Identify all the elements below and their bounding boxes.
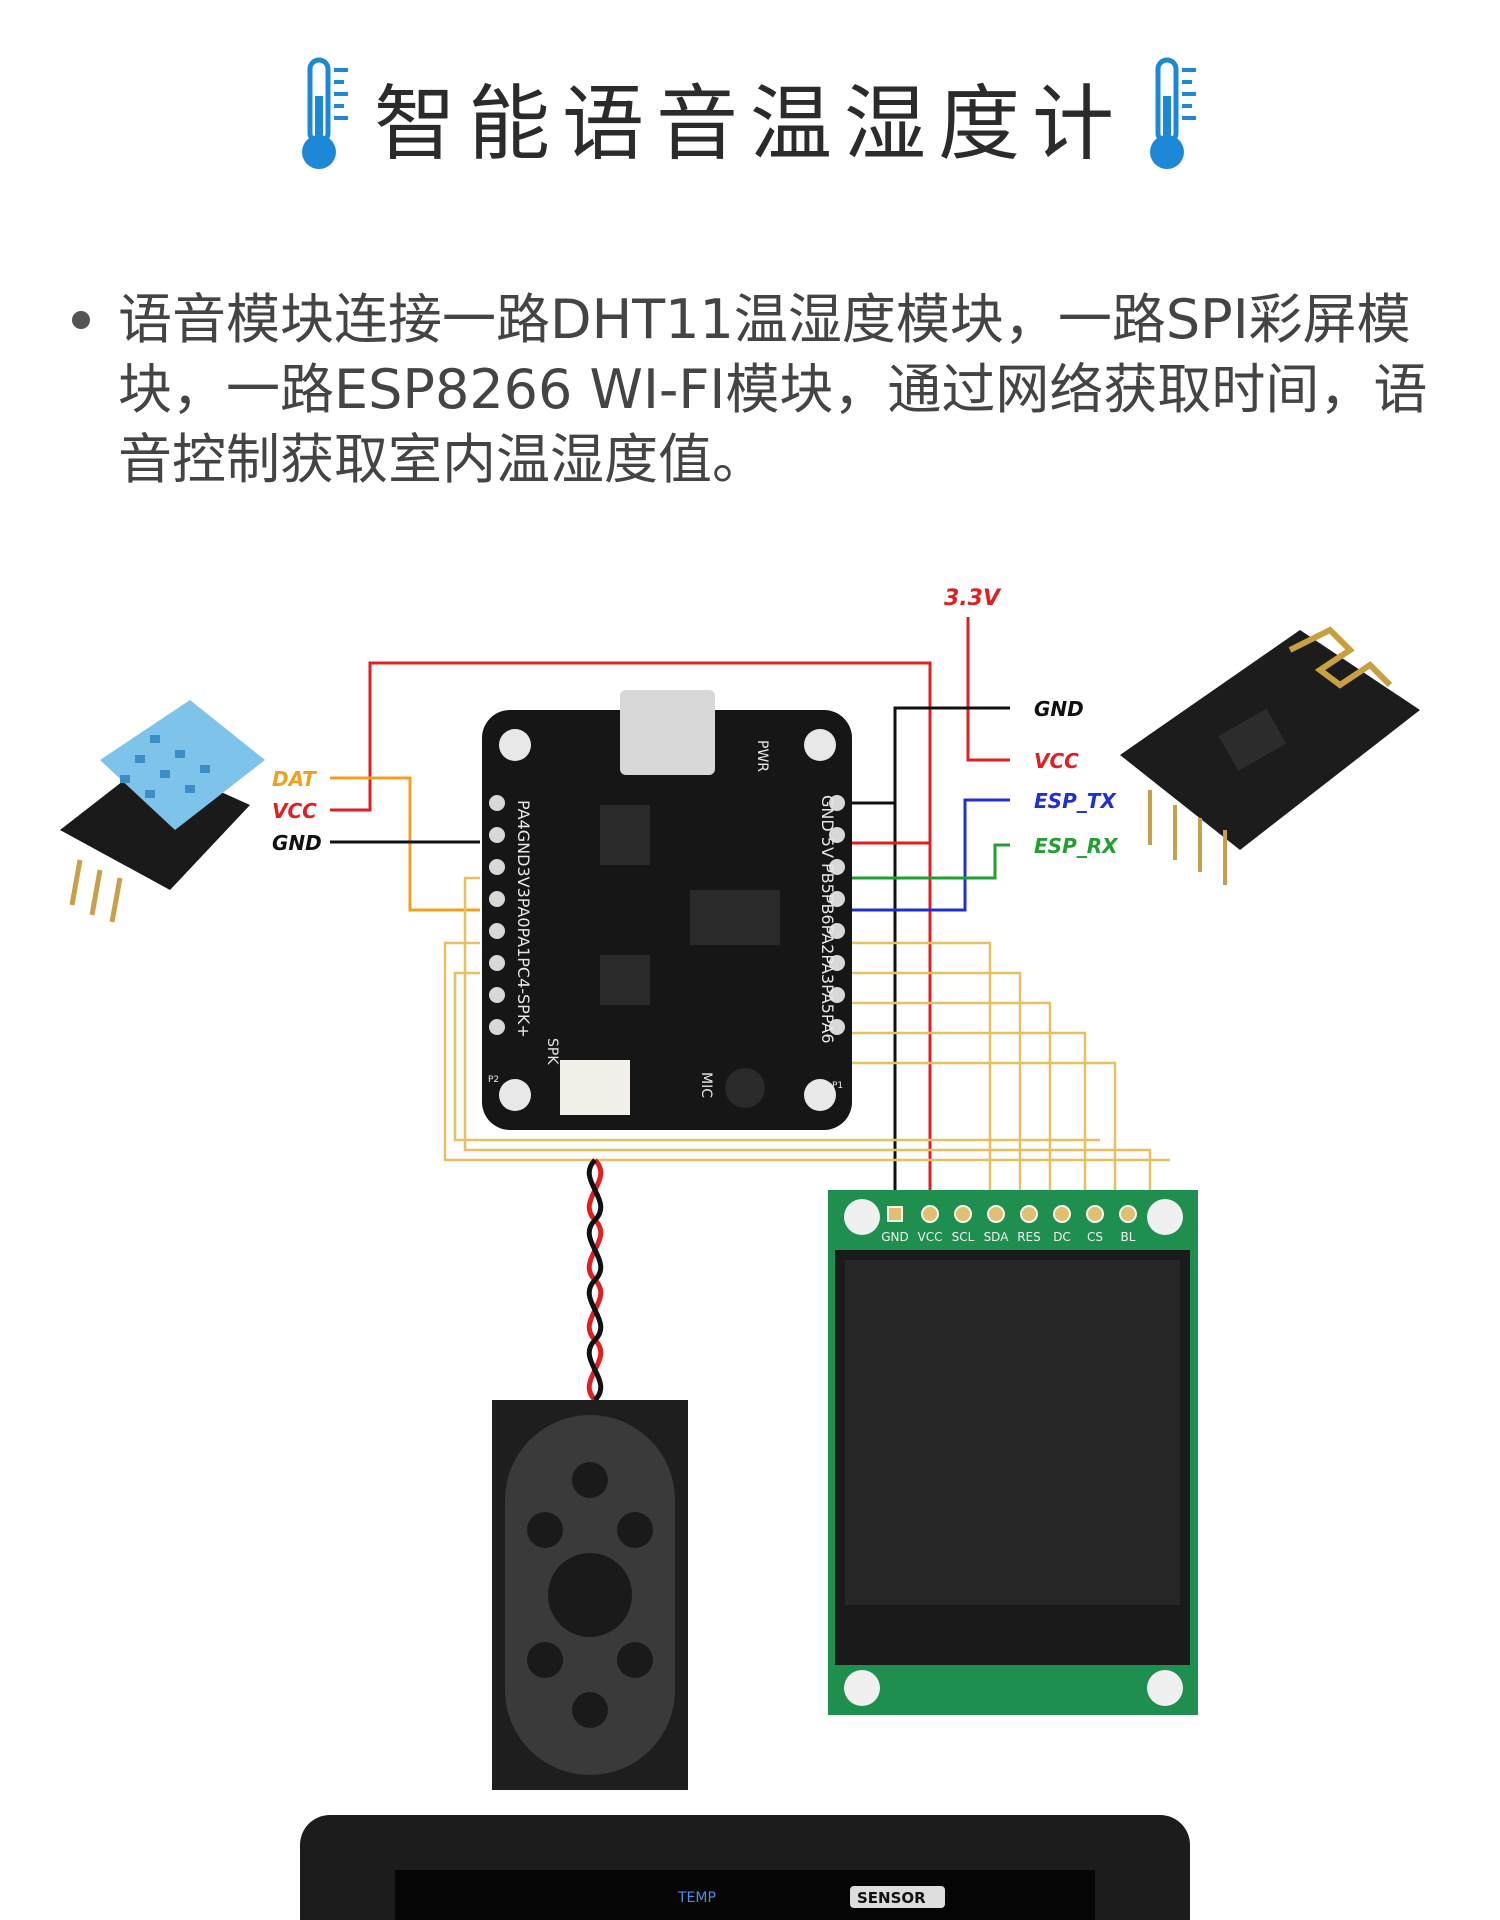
lcd-pin-label: RES [1017, 1230, 1041, 1244]
bottom-device: TEMP SENSOR [300, 1815, 1190, 1920]
lcd-pin-label: SCL [952, 1230, 975, 1244]
board-left-pins: PA4GND3V3PA0PA1PC4-SPK+ [514, 800, 533, 1038]
wire-esp-rx [845, 843, 1010, 880]
speaker-cable [586, 1158, 604, 1402]
dht11-module [60, 700, 265, 923]
dht-gnd-label: GND [272, 831, 322, 855]
speaker-connector [560, 1060, 630, 1115]
esp-rx-label: ESP_RX [1034, 834, 1119, 858]
lcd-pin-label: GND [881, 1230, 909, 1244]
thermometer-icon [301, 57, 348, 169]
wiring-diagram: DAT VCC GND 3.3V GND VCC ESP_TX ESP_RX [60, 586, 1420, 1920]
lcd-pin-label: CS [1087, 1230, 1103, 1244]
board-mic-label: MIC [698, 1072, 714, 1098]
lcd-pin-labels: GND VCC SCL SDA RES DC CS BL [881, 1230, 1136, 1244]
esp-3v3-label: 3.3V [944, 586, 1002, 611]
board-p1-label: P1 [832, 1081, 843, 1091]
board-right-pins: GND 5V PB5PB6PA2PA3PA5PA6 [818, 795, 837, 1044]
bottom-temp-label: TEMP [677, 1890, 716, 1906]
lcd-pin-label: VCC [918, 1230, 943, 1244]
spi-lcd-module [828, 1190, 1198, 1715]
wire-esp-33v [966, 617, 1010, 762]
dht-vcc-label: VCC [272, 799, 317, 823]
esp8266-module [1120, 626, 1420, 885]
title-row: 智能语音温湿度计 [0, 56, 1500, 176]
esp-gnd-label: GND [1034, 697, 1084, 721]
speaker [492, 1400, 688, 1790]
thermometer-icon [1150, 57, 1196, 169]
lcd-pin-label: SDA [984, 1230, 1010, 1244]
lcd-pin-label: BL [1121, 1230, 1136, 1244]
esp-vcc-label: VCC [1034, 749, 1079, 773]
wire-esp-gnd [893, 706, 1010, 1190]
wire-dht-vcc [330, 661, 932, 1190]
usb-c-connector [620, 690, 715, 775]
board-p2-label: P2 [488, 1075, 499, 1085]
bullet-icon [72, 311, 90, 329]
description-text: 语音模块连接一路DHT11温湿度模块，一路SPI彩屏模块，一路ESP8266 W… [118, 288, 1428, 491]
bottom-sensor-label: SENSOR [857, 1889, 926, 1907]
board-pwr-label: PWR [754, 740, 770, 772]
wire-spi-group [443, 876, 1170, 1200]
voice-module-board [482, 690, 852, 1130]
dht-dat-label: DAT [272, 767, 317, 791]
description-block: 语音模块连接一路DHT11温湿度模块，一路SPI彩屏模块，一路ESP8266 W… [72, 285, 1462, 495]
board-spk-label: SPK [544, 1038, 560, 1065]
wire-dht-dat [330, 776, 480, 912]
lcd-pin-label: DC [1053, 1230, 1071, 1244]
mic-component [725, 1068, 765, 1108]
esp-tx-label: ESP_TX [1034, 789, 1117, 813]
page-title: 智能语音温湿度计 [373, 76, 1126, 172]
wire-esp-tx [845, 798, 1010, 912]
